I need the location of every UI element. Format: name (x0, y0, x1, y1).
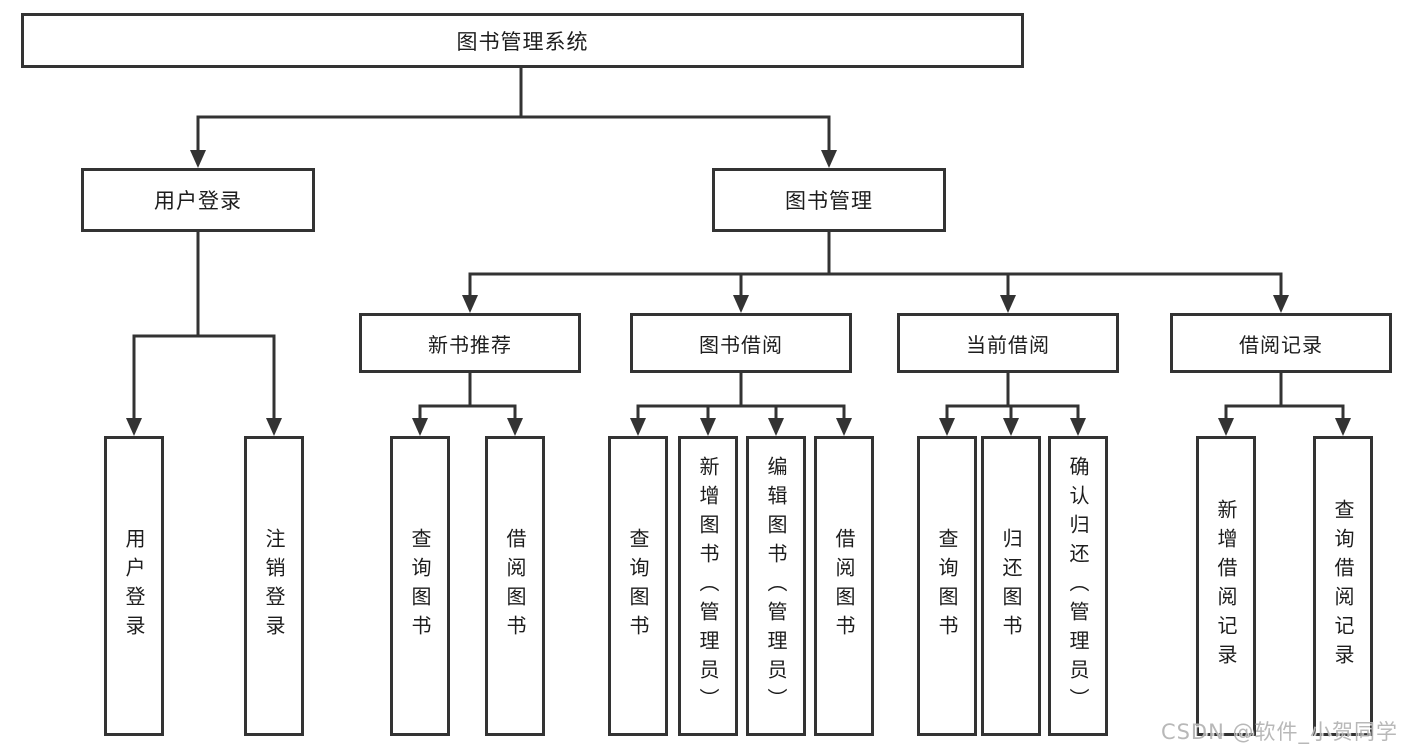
edge-new-book-split (418, 373, 517, 418)
node-borrow-records: 借阅记录 (1170, 313, 1392, 373)
leaf-label: 借阅图书 (503, 528, 527, 644)
leaf-query-books-recommend: 查询图书 (390, 436, 450, 736)
leaf-label: 注销登录 (262, 528, 286, 644)
node-label: 借阅记录 (1239, 332, 1323, 357)
edge-book-borrow-split (636, 373, 846, 418)
csdn-watermark: CSDN @软件_小贺同学 (1160, 720, 1398, 744)
leaf-logout: 注销登录 (244, 436, 304, 736)
edge-book-management-split (468, 232, 1283, 295)
leaf-label: 新增图书（管理员） (696, 455, 720, 717)
leaf-label: 查询图书 (935, 528, 959, 644)
leaf-label: 归还图书 (999, 528, 1023, 644)
leaf-borrow-books-recommend: 借阅图书 (485, 436, 545, 736)
leaf-return-books: 归还图书 (981, 436, 1041, 736)
node-label: 用户登录 (154, 189, 242, 213)
edge-root-split (196, 68, 831, 150)
node-label: 新书推荐 (428, 332, 512, 357)
leaf-add-books-admin: 新增图书（管理员） (678, 436, 738, 736)
arrowheads (126, 150, 1351, 436)
edge-current-borrow-split (945, 373, 1080, 418)
node-label: 当前借阅 (966, 332, 1050, 357)
node-label: 图书管理系统 (456, 29, 589, 54)
leaf-add-borrow-record: 新增借阅记录 (1196, 436, 1256, 736)
leaf-borrow-books: 借阅图书 (814, 436, 874, 736)
leaf-query-books-current: 查询图书 (917, 436, 977, 736)
edge-user-login-split (132, 232, 276, 418)
leaf-label: 查询借阅记录 (1331, 499, 1355, 673)
node-new-book-recommend: 新书推荐 (359, 313, 581, 373)
edge-borrow-records-split (1224, 373, 1345, 418)
node-book-borrow: 图书借阅 (630, 313, 852, 373)
leaf-label: 编辑图书（管理员） (764, 455, 788, 717)
node-label: 图书借阅 (699, 332, 783, 357)
node-label: 图书管理 (785, 189, 873, 213)
leaf-edit-books-admin: 编辑图书（管理员） (746, 436, 806, 736)
node-user-login: 用户登录 (81, 168, 315, 232)
leaf-query-borrow-record: 查询借阅记录 (1313, 436, 1373, 736)
leaf-label: 用户登录 (122, 528, 146, 644)
leaf-query-books-borrow: 查询图书 (608, 436, 668, 736)
leaf-confirm-return-admin: 确认归还（管理员） (1048, 436, 1108, 736)
node-root-library-management-system: 图书管理系统 (21, 13, 1024, 68)
leaf-label: 查询图书 (408, 528, 432, 644)
leaf-user-login: 用户登录 (104, 436, 164, 736)
node-book-management: 图书管理 (712, 168, 946, 232)
leaf-label: 确认归还（管理员） (1066, 455, 1090, 717)
leaf-label: 借阅图书 (832, 528, 856, 644)
node-current-borrow: 当前借阅 (897, 313, 1119, 373)
leaf-label: 查询图书 (626, 528, 650, 644)
leaf-label: 新增借阅记录 (1214, 499, 1238, 673)
